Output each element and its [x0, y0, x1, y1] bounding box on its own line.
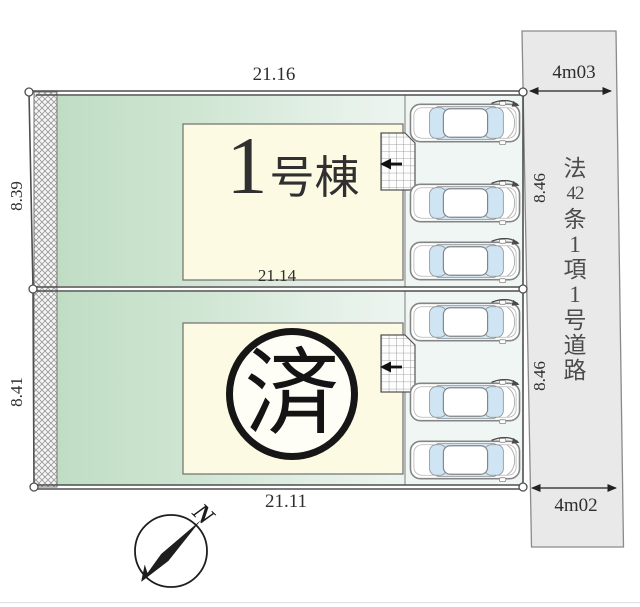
road-name-char: 1 [569, 282, 581, 308]
road-width-top-label: 4m03 [552, 62, 596, 83]
sold-stamp-text: 済 [244, 340, 340, 447]
road-area [521, 30, 625, 548]
road-name-char: 条 [563, 206, 587, 232]
road-name-char: 項 [563, 257, 587, 283]
road-width-arrows [529, 87, 617, 492]
road-name: 法 42 条 1 項 1 号 道 路 [556, 156, 594, 384]
car-icon [409, 100, 521, 146]
house-1-footprint [182, 123, 404, 281]
road-name-char: 号 [563, 307, 587, 333]
car-icon [409, 180, 521, 226]
dimension-lot2-left: 8.41 [7, 377, 26, 407]
dimension-lot1-right: 8.46 [530, 173, 549, 203]
dimension-lot1-left: 8.39 [7, 181, 26, 211]
dimension-lot2-right: 8.46 [530, 361, 549, 391]
dimension-lot1-bottom: 21.14 [257, 266, 297, 285]
road-name-char: 1 [569, 231, 581, 257]
boundary-corner-markers [24, 87, 528, 492]
building-1-label: 1 号棟 [183, 125, 403, 275]
building-1-suffix: 号棟 [269, 153, 360, 203]
lot-boundary-lines [28, 90, 524, 490]
dimension-lot1-top: 21.16 [252, 64, 296, 85]
car-icon [409, 379, 521, 425]
sold-stamp: 済 [226, 328, 358, 460]
road-name-char: 42 [566, 183, 585, 205]
road-name-char: 路 [563, 358, 587, 384]
road-width-bottom-label: 4m02 [554, 495, 598, 516]
entrance-arrow-icon [380, 158, 391, 170]
entrance-arrow-icon [380, 361, 391, 373]
car-icon [409, 238, 521, 284]
compass-icon [134, 514, 208, 588]
entrance-porch-lot1 [380, 132, 416, 191]
car-icon [409, 437, 521, 483]
entrance-porch-lot2 [380, 334, 416, 393]
road-name-char: 道 [563, 333, 587, 359]
page-divider [0, 602, 640, 604]
car-icon [409, 299, 521, 345]
road-name-char: 法 [563, 156, 587, 181]
building-1-number: 1 [226, 120, 268, 211]
dimension-lot2-bottom: 21.11 [264, 491, 308, 512]
